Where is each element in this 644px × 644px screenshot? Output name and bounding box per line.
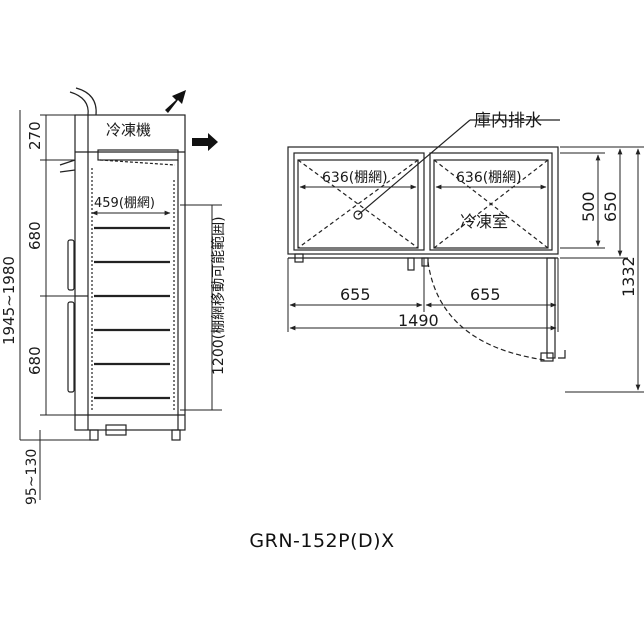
dim-inner-depth-500: 500 [579,191,598,222]
plan-view [287,119,566,362]
dim-depth-650: 650 [601,191,620,222]
dim-shelf-range: 1200(棚網移動可能範囲) [210,216,227,375]
dim-width-1490: 1490 [398,311,439,330]
lower-door-handle [67,301,75,393]
shelves [94,226,170,400]
side-dimension-labels: 冷凍機 270 680 680 1945~1980 95~130 459(棚網)… [0,121,227,505]
dim-top-270: 270 [26,121,44,150]
dim-shelf-depth: 459(棚網) [94,196,155,211]
dim-shelf-left: 636(棚網) [322,170,388,186]
dim-legs: 95~130 [24,449,40,505]
cabinet-top-outline [287,146,559,255]
upper-door-handle [67,239,75,291]
cabinet-body [74,114,186,431]
model-name: GRN-152P(D)X [249,530,395,552]
dim-door-right: 655 [470,285,501,304]
dim-shelf-right: 636(棚網) [456,170,522,186]
right-shelf [433,159,549,249]
open-door [546,257,556,359]
refrigeration-unit-label: 冷凍機 [106,121,151,139]
dim-upper-680: 680 [26,221,44,250]
dim-total-height: 1945~1980 [0,256,18,345]
side-dimensions [19,110,222,500]
drain-label: 庫内排水 [474,111,542,131]
left-shelf [297,159,419,249]
dim-lower-680: 680 [26,346,44,375]
side-view [59,87,186,441]
freezer-label: 冷凍室 [460,212,508,231]
airflow-arrows [165,90,218,151]
dim-open-depth-1332: 1332 [619,256,638,297]
plan-dimensions [287,146,644,393]
door-swing-arc [427,261,546,361]
dim-door-left: 655 [340,285,371,304]
drain-icon [353,210,363,220]
plan-dimension-labels: 庫内排水 冷凍室 636(棚網) 636(棚網) 655 655 1490 50… [322,111,638,330]
